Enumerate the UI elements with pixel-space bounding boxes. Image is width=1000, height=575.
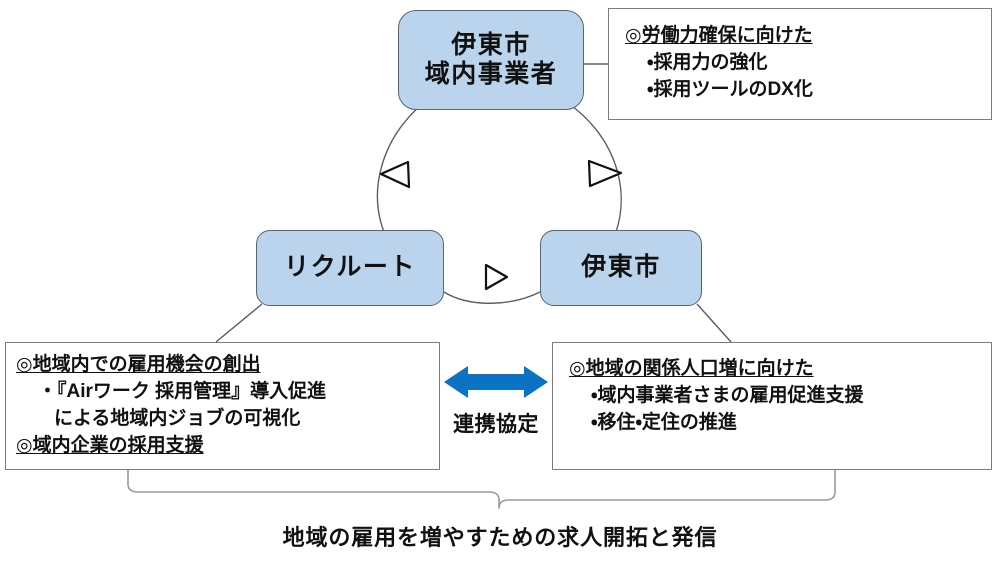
bottom-brace [127, 469, 836, 509]
node-ito-city-local-businesses[interactable]: 伊東市 域内事業者 [398, 10, 584, 110]
leader-right-node-to-right-panel [696, 303, 732, 343]
panel-left-item-1-continued: による地域内ジョブの可視化 [54, 407, 301, 429]
arrowhead-right-to-left-icon [484, 263, 509, 291]
node-ito-city[interactable]: 伊東市 [540, 230, 702, 306]
node-top-line2: 域内事業者 [424, 60, 558, 88]
panel-left-item-1: ・『Airワーク 採用管理』導入促進 [38, 380, 327, 402]
panel-right-item-1: ・域内事業者さまの雇用促進支援 [591, 384, 864, 406]
cycle-arc-right-to-left [443, 291, 541, 304]
panel-workforce-securing: ◎労働力確保に向けた ・採用力の強化 ・採用ツールのDX化 [608, 8, 992, 120]
node-left-label: リクルート [284, 253, 416, 282]
panel-topright-item-2: ・採用ツールのDX化 [647, 78, 813, 100]
panel-left-heading-1: ◎地域内での雇用機会の創出 [16, 354, 261, 375]
double-headed-arrow-icon [444, 366, 548, 398]
cycle-arc-top-to-right [571, 105, 622, 233]
arrowhead-left-to-top-icon [379, 160, 411, 189]
panel-recruit-initiatives: ◎地域内での雇用機会の創出 ・『Airワーク 採用管理』導入促進 による地域内ジ… [5, 342, 440, 470]
panel-topright-heading: ◎労働力確保に向けた [625, 25, 813, 46]
bottom-caption: 地域の雇用を増やすための求人開拓と発信 [282, 525, 718, 550]
partnership-agreement-group: 連携協定 [442, 362, 550, 458]
panel-city-initiatives: ◎地域の関係人口増に向けた ・域内事業者さまの雇用促進支援 ・移住・定住の推進 [552, 342, 992, 470]
panel-left-heading-2: ◎域内企業の採用支援 [16, 434, 204, 456]
cycle-arc-left-to-top [376, 105, 421, 233]
node-recruit[interactable]: リクルート [256, 230, 444, 306]
arrowhead-top-to-right-icon [587, 159, 623, 188]
panel-right-item-2: ・移住・定住の推進 [591, 411, 737, 433]
panel-right-heading: ◎地域の関係人口増に向けた [569, 358, 814, 379]
node-top-line1: 伊東市 [451, 30, 531, 59]
panel-topright-item-1: ・採用力の強化 [647, 51, 768, 73]
partnership-agreement-label: 連携協定 [453, 413, 539, 436]
node-right-label: 伊東市 [581, 253, 661, 282]
leader-left-node-to-left-panel [215, 303, 263, 343]
